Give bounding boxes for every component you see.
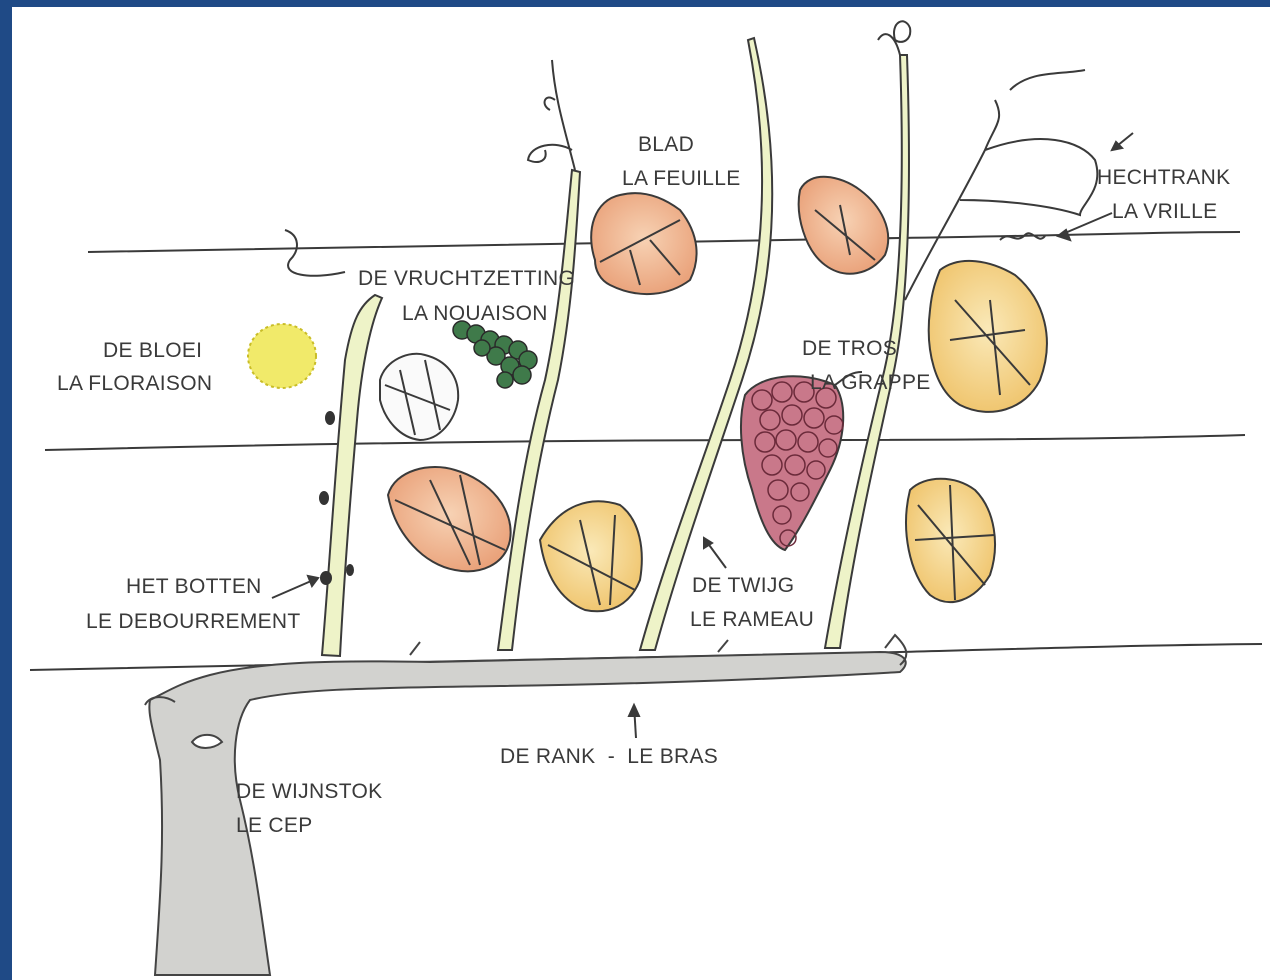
label-wijnstok: DE WIJNSTOK — [236, 780, 382, 803]
label-vruchtzetting: DE VRUCHTZETTING — [358, 267, 575, 290]
leaf-blad — [591, 193, 696, 294]
label-nouaison: LA NOUAISON — [402, 302, 548, 325]
vine-diagram: BLAD LA FEUILLE HECHTRANK LA VRILLE DE V… — [12, 7, 1270, 980]
flower-cluster — [248, 324, 316, 388]
middle-wire — [45, 435, 1245, 450]
label-vrille: LA VRILLE — [1112, 200, 1217, 223]
label-rameau: LE RAMEAU — [690, 608, 814, 631]
label-bloei: DE BLOEI — [103, 339, 202, 362]
fruit-set-cluster — [453, 321, 537, 388]
vine-trunk — [145, 635, 906, 975]
leaf-white — [380, 354, 458, 440]
label-cep: LE CEP — [236, 814, 313, 837]
label-twijg: DE TWIJG — [692, 574, 794, 597]
frame: BLAD LA FEUILLE HECHTRANK LA VRILLE DE V… — [12, 7, 1270, 980]
shoot-1 — [322, 295, 382, 656]
label-rank-bras: DE RANK - LE BRAS — [500, 745, 718, 768]
label-debourrement: LE DEBOURREMENT — [86, 610, 301, 633]
shoot-3 — [640, 38, 772, 650]
arrows — [272, 133, 1133, 738]
leaf-middle-center — [540, 501, 642, 611]
label-grappe: LA GRAPPE — [810, 371, 931, 394]
label-hechtrank: HECHTRANK — [1097, 166, 1230, 189]
label-blad: BLAD — [638, 133, 694, 156]
label-tros: DE TROS — [802, 337, 897, 360]
trellis-wires — [30, 232, 1262, 670]
label-floraison: LA FLORAISON — [57, 372, 212, 395]
label-feuille: LA FEUILLE — [622, 167, 741, 190]
grape-bunch — [741, 376, 843, 550]
label-botten: HET BOTTEN — [126, 575, 262, 598]
